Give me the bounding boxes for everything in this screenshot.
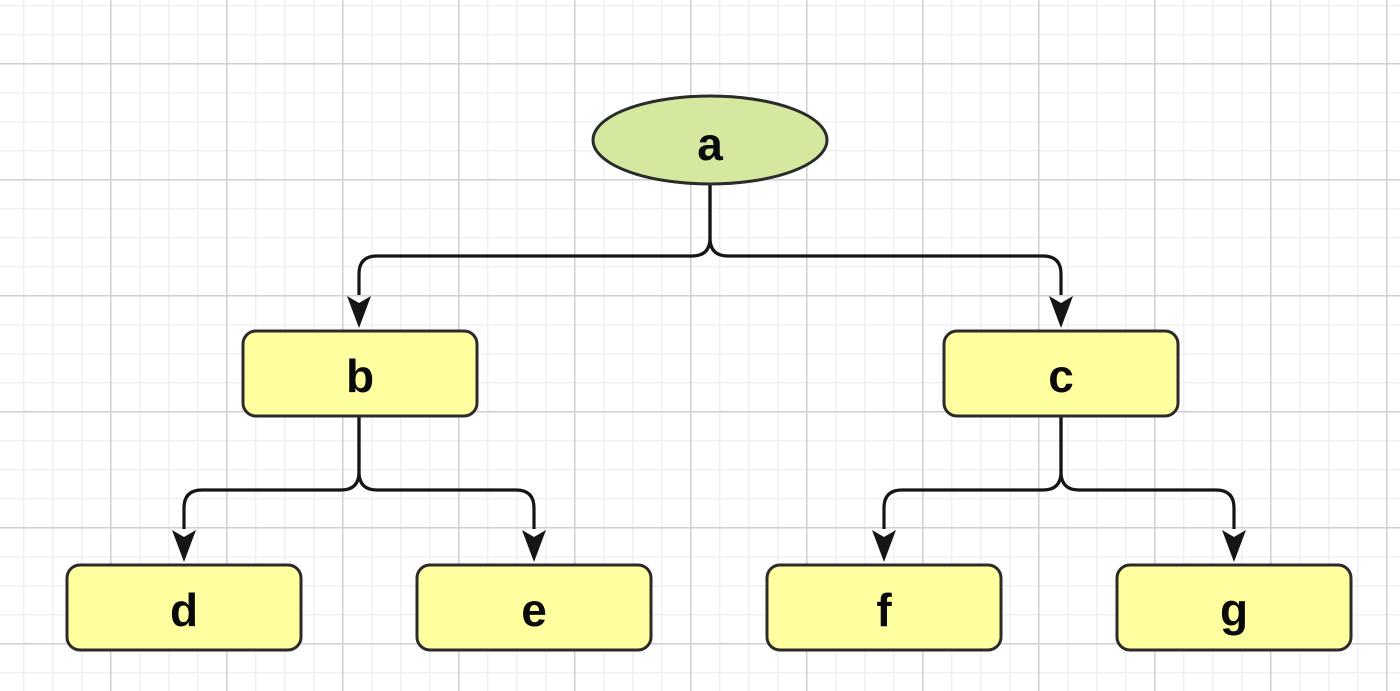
node-layer: a b c d e (65, 94, 1353, 652)
node-a[interactable]: a (591, 94, 829, 186)
edge-b-d[interactable] (172, 416, 361, 562)
node-a-shape (591, 94, 829, 186)
node-g-shape (1115, 563, 1353, 652)
node-f-shape (765, 563, 1003, 652)
edge-a-b[interactable] (347, 185, 712, 328)
edge-c-f[interactable] (872, 416, 1063, 562)
node-b-shape (241, 329, 479, 418)
edge-c-f-arrowhead (872, 530, 896, 562)
edge-a-c[interactable] (708, 185, 1073, 328)
node-d-shape (65, 563, 303, 652)
node-c[interactable]: c (942, 329, 1180, 418)
edge-a-b-arrowhead (347, 296, 371, 328)
edge-b-e[interactable] (357, 416, 546, 562)
node-a-label: a (697, 118, 723, 170)
edge-b-d-arrowhead (172, 530, 196, 562)
node-e-shape (415, 563, 653, 652)
node-c-shape (942, 329, 1180, 418)
edge-b-d-path (182, 416, 361, 529)
node-e[interactable]: e (415, 563, 653, 652)
edge-layer (172, 185, 1246, 562)
node-d[interactable]: d (65, 563, 303, 652)
edge-c-f-path (882, 416, 1063, 529)
node-f[interactable]: f (765, 563, 1003, 652)
edge-a-c-path (708, 185, 1063, 295)
edge-c-g[interactable] (1059, 416, 1246, 562)
node-d-label: d (170, 584, 198, 636)
node-f-label: f (876, 584, 892, 636)
node-g[interactable]: g (1115, 563, 1353, 652)
edge-b-e-arrowhead (522, 530, 546, 562)
edge-a-b-path (357, 185, 712, 295)
node-g-label: g (1220, 584, 1248, 636)
node-e-label: e (521, 584, 547, 636)
node-b[interactable]: b (241, 329, 479, 418)
node-c-label: c (1048, 350, 1074, 402)
edge-c-g-arrowhead (1222, 530, 1246, 562)
edge-b-e-path (357, 416, 536, 529)
edge-a-c-arrowhead (1049, 296, 1073, 328)
node-b-label: b (346, 350, 374, 402)
edge-c-g-path (1059, 416, 1236, 529)
